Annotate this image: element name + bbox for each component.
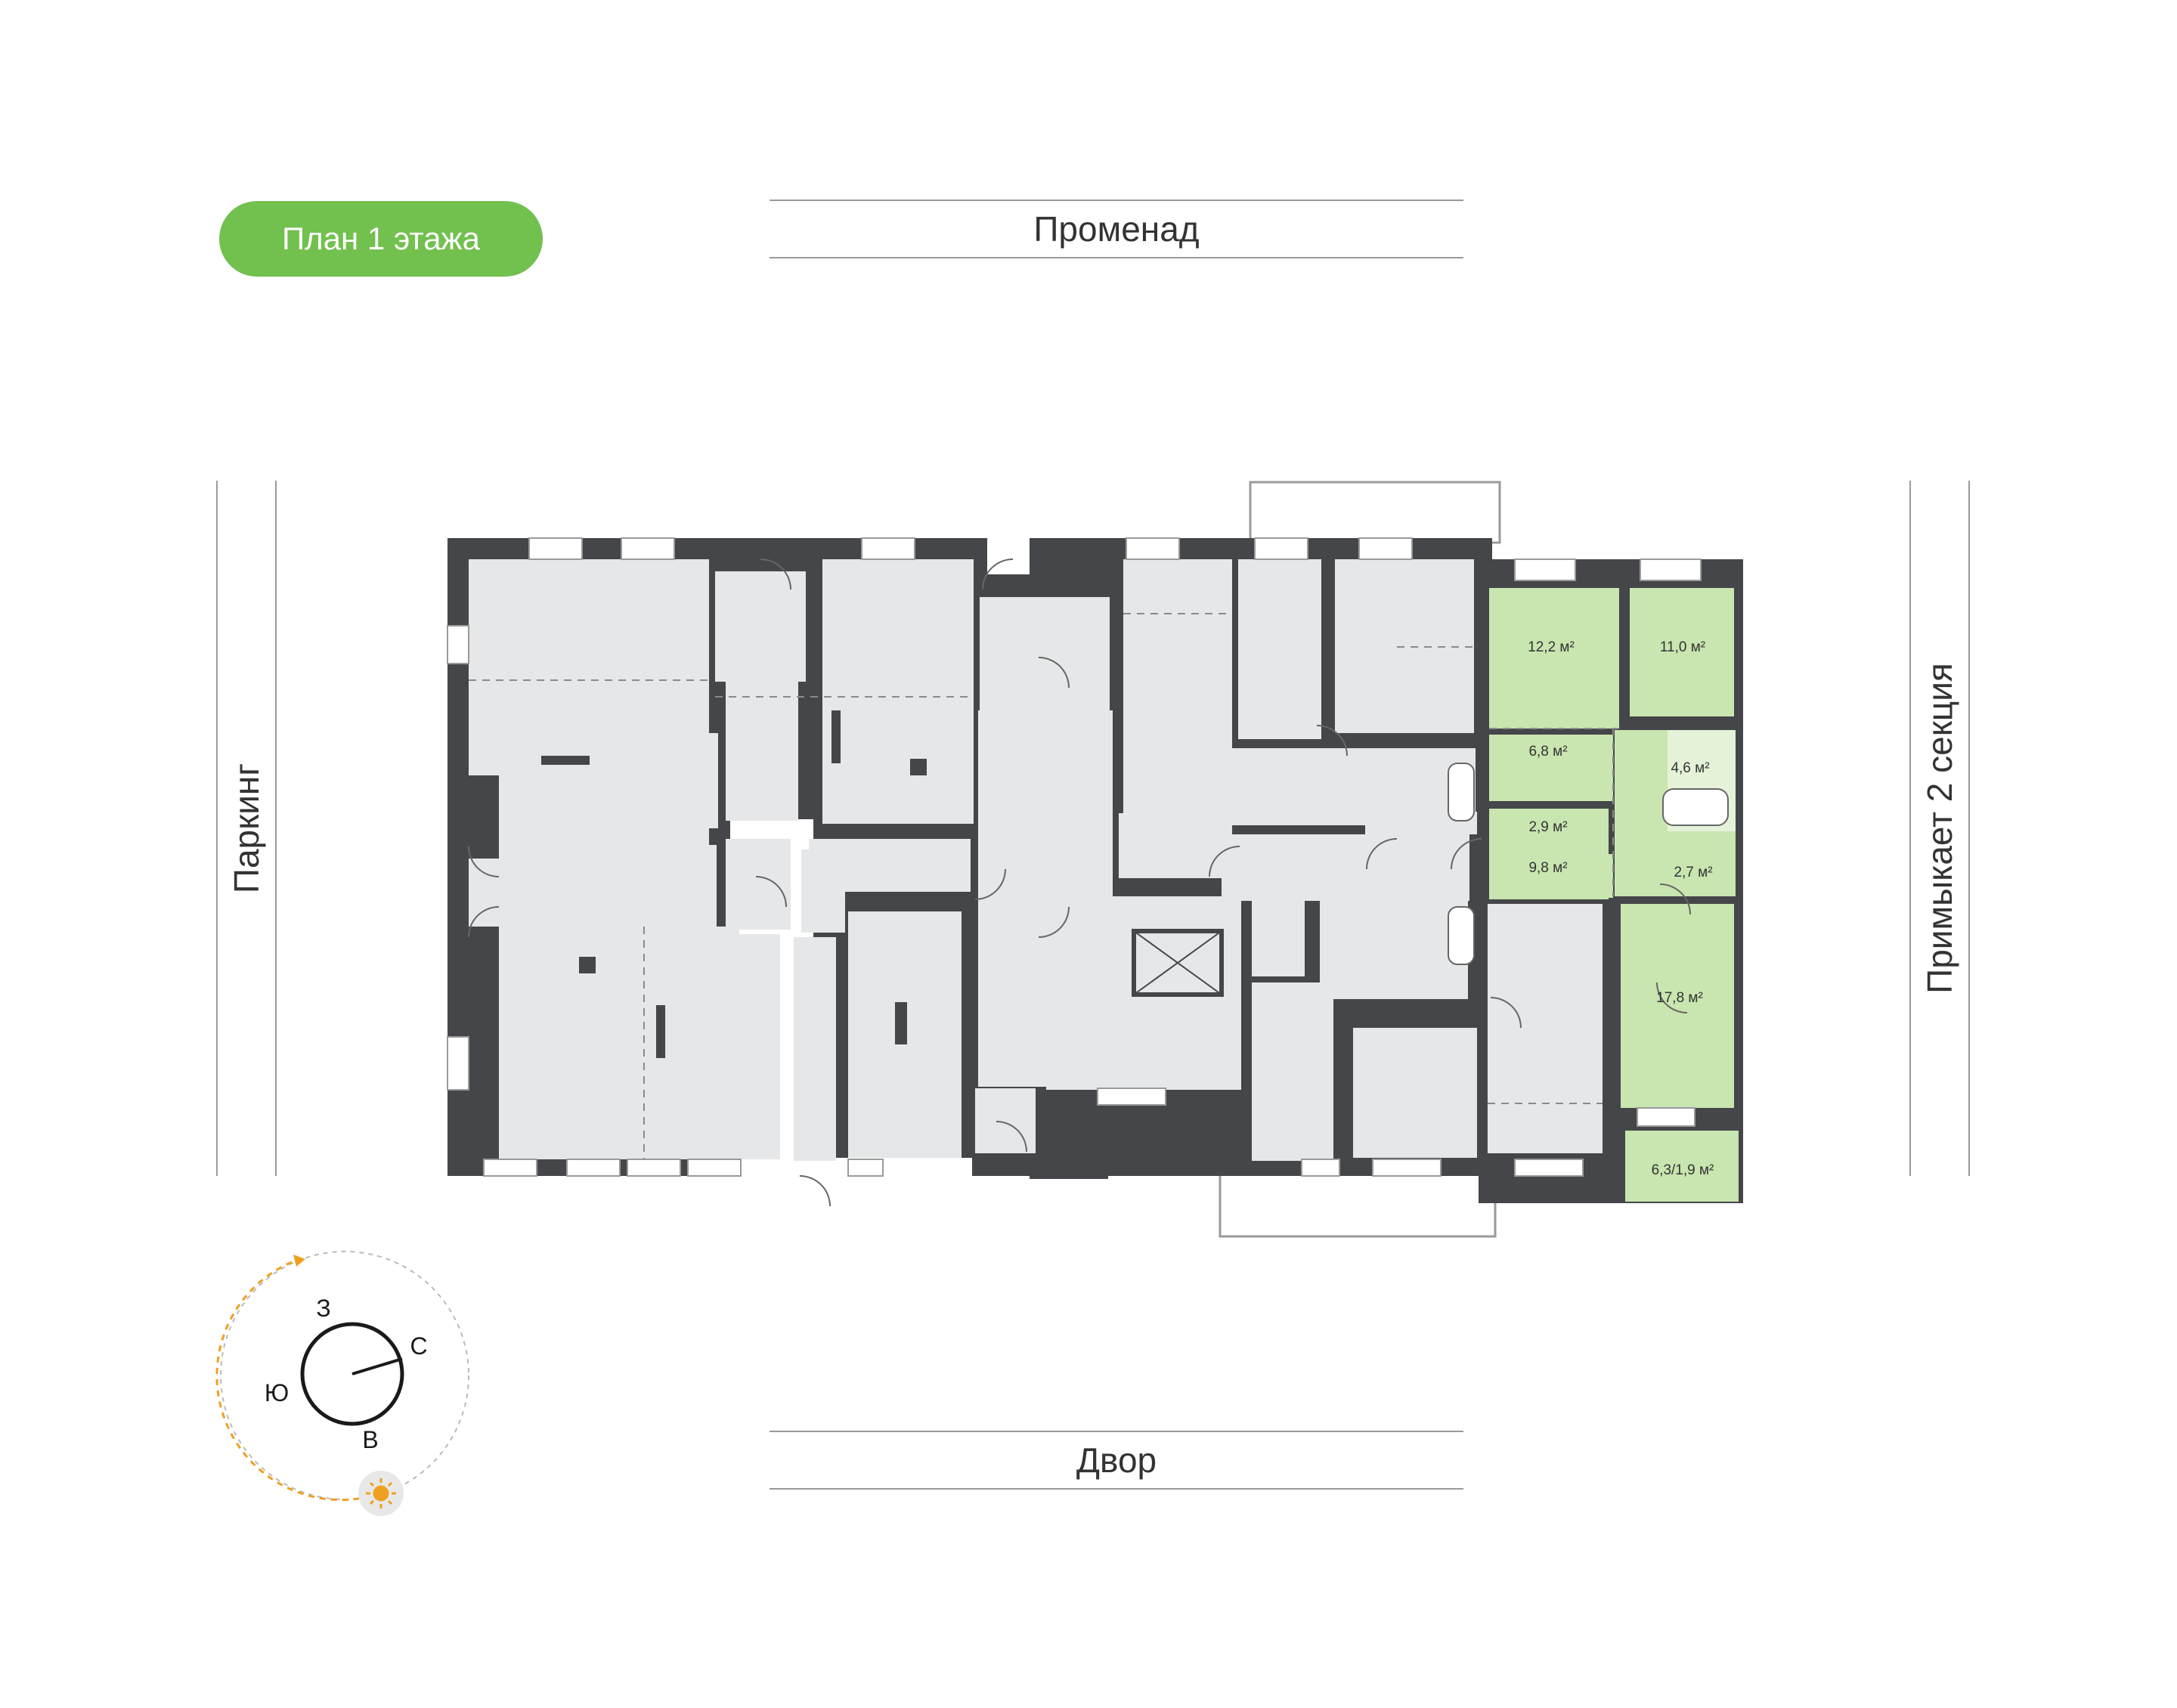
street-name-bottom: Двор [1076,1440,1157,1480]
area-label-4-6: 4,6 м² [1671,760,1709,776]
door-swings [468,559,1691,1207]
room-floors [469,559,1603,1161]
windows [447,537,1702,1177]
area-label-17-8: 17,8 м² [1656,990,1703,1006]
compass-needle [351,1357,403,1375]
columns [541,710,927,1058]
compass-west-label: З [316,1295,330,1322]
compass: З С Ю В [215,1251,469,1516]
compass-north-label: С [410,1332,427,1360]
street-label-bottom: Двор [770,1431,1463,1490]
area-label-11-0: 11,0 м² [1660,639,1705,655]
compass-east-label: В [362,1426,378,1453]
balcony-top [1249,481,1501,544]
street-label-left: Паркинг [216,481,277,1176]
area-label-12-2: 12,2 м² [1528,639,1575,655]
sun-icon [366,1478,396,1508]
area-label-9-8: 9,8 м² [1528,860,1567,876]
area-label-6-8: 6,8 м² [1528,744,1567,760]
area-label-2-7: 2,7 м² [1674,865,1712,880]
bathtubs [1448,763,1729,965]
area-label-2-9: 2,9 м² [1528,819,1567,835]
area-labels: 12,2 м² 11,0 м² 6,8 м² 4,6 м² 2,9 м² 9,8… [1528,639,1714,1178]
floor-plan-title: План 1 этажа [219,201,543,277]
area-label-balcony: 6,3/1,9 м² [1652,1162,1714,1178]
elevator-shaft [1132,929,1224,997]
zone-lines [469,613,1618,1159]
compass-south-label: Ю [265,1379,289,1406]
street-label-top: Променад [770,200,1463,258]
street-label-right: Примыкает 2 секция [1909,481,1970,1176]
street-name-top: Променад [1033,209,1200,249]
compass-arrow-icon [293,1255,305,1267]
